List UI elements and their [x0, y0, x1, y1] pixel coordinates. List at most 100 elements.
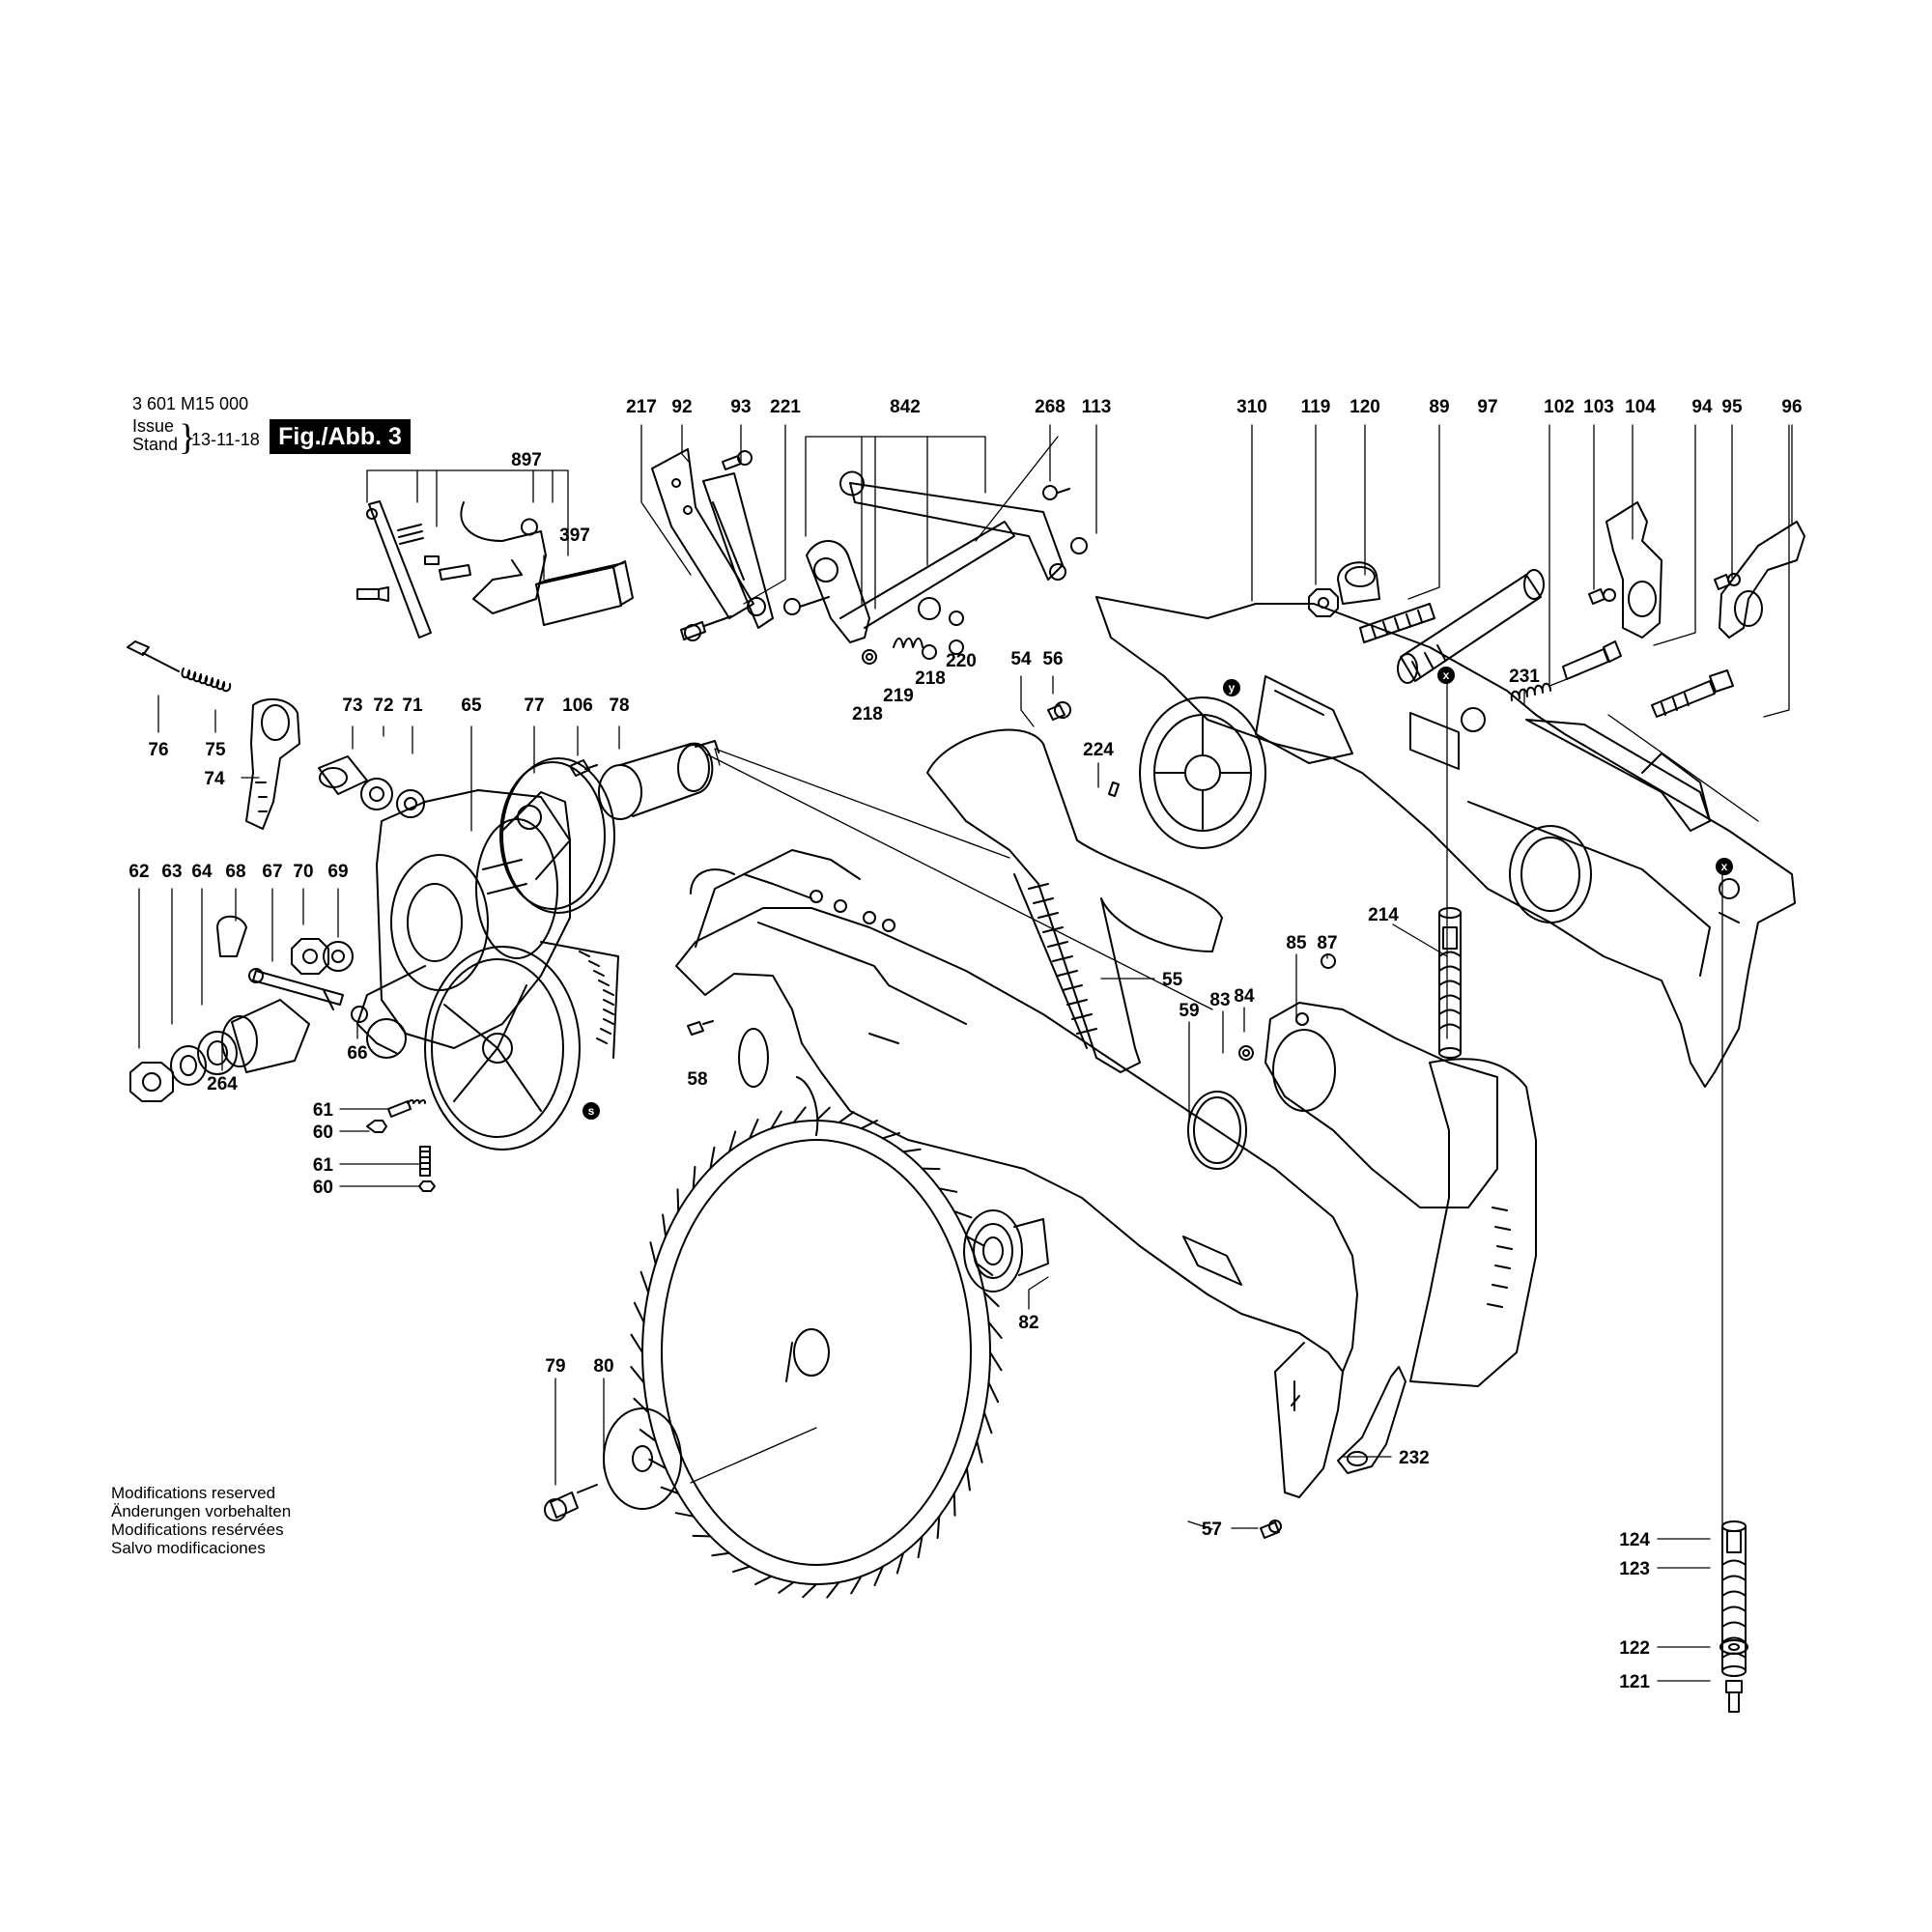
- part-label-70: 70: [293, 862, 313, 882]
- issue-date: 13-11-18: [191, 430, 260, 449]
- main-arm: [675, 849, 1358, 1498]
- cable-clip-kit: [356, 500, 634, 639]
- part-label-102: 102: [1544, 397, 1575, 417]
- part-label-231: 231: [1509, 667, 1540, 687]
- marker-x-1: [1437, 667, 1455, 684]
- part-label-55: 55: [1162, 970, 1183, 990]
- part-label-122: 122: [1619, 1638, 1650, 1659]
- part-label-59: 59: [1179, 1001, 1199, 1021]
- lower-blade-guard: [1187, 953, 1537, 1387]
- saw-blade: [630, 1106, 1003, 1599]
- part-label-83: 83: [1209, 990, 1230, 1010]
- part-label-78: 78: [609, 696, 629, 716]
- part-label-214: 214: [1368, 905, 1399, 925]
- notice-line-de: Änderungen vorbehalten: [111, 1502, 292, 1520]
- part-label-60-b: 60: [313, 1178, 333, 1198]
- marker-x-2-letter: x: [1721, 860, 1728, 873]
- adjusting-screws: [366, 1099, 436, 1192]
- part-label-76: 76: [148, 740, 168, 760]
- part-label-121: 121: [1619, 1672, 1650, 1692]
- spring-column-214: [1438, 907, 1462, 1059]
- part-label-66: 66: [347, 1043, 367, 1064]
- part-label-92: 92: [671, 397, 692, 417]
- small-hardware-71-73: [318, 755, 425, 818]
- part-label-87: 87: [1317, 933, 1337, 953]
- part-label-310: 310: [1236, 397, 1267, 417]
- part-label-80: 80: [593, 1356, 613, 1377]
- part-label-60-a: 60: [313, 1122, 333, 1143]
- figure-label-badge: Fig./Abb. 3: [270, 419, 411, 454]
- linkage-assembly: [783, 470, 1088, 665]
- marker-y-letter: y: [1229, 681, 1236, 695]
- part-label-124: 124: [1619, 1530, 1650, 1550]
- motor-housing: [1095, 596, 1796, 1088]
- part-label-85: 85: [1286, 933, 1307, 953]
- part-label-264: 264: [207, 1074, 238, 1094]
- document-number: 3 601 M15 000: [132, 394, 249, 413]
- part-label-106: 106: [562, 696, 593, 716]
- marker-x-1-letter: x: [1443, 668, 1450, 682]
- part-label-57: 57: [1202, 1520, 1222, 1540]
- part-label-77: 77: [524, 696, 544, 716]
- part-label-58: 58: [687, 1069, 707, 1090]
- gear-housing: [356, 740, 720, 1059]
- stand-label: Stand: [132, 435, 179, 454]
- part-label-218-b: 218: [852, 704, 883, 724]
- part-label-61-a: 61: [313, 1100, 334, 1121]
- part-label-104: 104: [1625, 397, 1656, 417]
- catch-and-screw: [1260, 1366, 1406, 1539]
- part-label-96: 96: [1781, 397, 1802, 417]
- spring-column-123: [1719, 1520, 1748, 1713]
- part-label-220: 220: [946, 651, 977, 671]
- part-label-120: 120: [1350, 397, 1380, 417]
- spring-bolt-lever: [127, 640, 300, 830]
- part-label-103: 103: [1583, 397, 1614, 417]
- brace-symbol: }: [179, 417, 197, 458]
- marker-x-2: [1716, 858, 1733, 875]
- part-label-54: 54: [1010, 649, 1032, 669]
- part-label-94: 94: [1691, 397, 1713, 417]
- bracket-parts: [651, 448, 774, 641]
- part-label-95: 95: [1721, 397, 1743, 417]
- part-label-217: 217: [626, 397, 657, 417]
- part-label-63: 63: [161, 862, 182, 882]
- part-label-397: 397: [559, 526, 590, 546]
- saw-blade-teeth: [630, 1106, 1003, 1599]
- part-label-62: 62: [128, 862, 149, 882]
- part-label-842: 842: [890, 397, 921, 417]
- notice-line-en: Modifications reserved: [111, 1484, 276, 1502]
- upper-right-hardware: [1308, 501, 1805, 718]
- reference-marker-letters: x x y s: [588, 668, 1728, 1118]
- reference-markers: [582, 667, 1733, 1120]
- spindle-parts: [129, 915, 368, 1102]
- part-label-93: 93: [730, 397, 751, 417]
- marker-y: [1223, 679, 1240, 696]
- part-label-113: 113: [1082, 397, 1112, 417]
- part-label-56: 56: [1042, 649, 1063, 669]
- part-label-75: 75: [205, 740, 226, 760]
- part-label-232: 232: [1399, 1448, 1430, 1468]
- part-label-65: 65: [461, 696, 482, 716]
- part-label-268: 268: [1035, 397, 1065, 417]
- part-label-74: 74: [204, 769, 225, 789]
- part-number-labels: 217 92 93 221 842 268 113 310 119 120 89…: [128, 397, 1802, 1692]
- leader-lines: [138, 424, 1793, 1682]
- part-label-218-a: 218: [915, 668, 946, 689]
- part-label-89: 89: [1429, 397, 1449, 417]
- notice-line-fr: Modifications resérvées: [111, 1520, 284, 1539]
- blade-flange-screw: [544, 1407, 682, 1521]
- part-label-897: 897: [511, 450, 542, 470]
- upper-blade-guard: [926, 701, 1223, 1073]
- part-label-97: 97: [1477, 397, 1497, 417]
- part-label-219: 219: [883, 686, 914, 706]
- inner-flange: [963, 1209, 1049, 1293]
- blade-guard-disk: [424, 941, 619, 1151]
- part-label-82: 82: [1018, 1313, 1038, 1333]
- part-label-84: 84: [1234, 986, 1255, 1007]
- part-label-123: 123: [1619, 1559, 1650, 1579]
- part-label-119: 119: [1301, 397, 1331, 417]
- part-label-72: 72: [373, 696, 393, 716]
- part-label-73: 73: [342, 696, 362, 716]
